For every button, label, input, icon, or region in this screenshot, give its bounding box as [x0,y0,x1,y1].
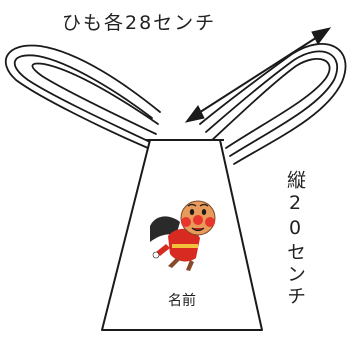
left-handle [5,44,161,149]
right-handle [199,43,347,165]
name-label: 名前 [168,293,196,309]
double-arrow-icon [184,27,332,123]
anpanman-character-icon [150,200,216,271]
height-label: 縦20センチ [284,170,306,308]
strap-length-label: ひも各28センチ [62,12,217,34]
